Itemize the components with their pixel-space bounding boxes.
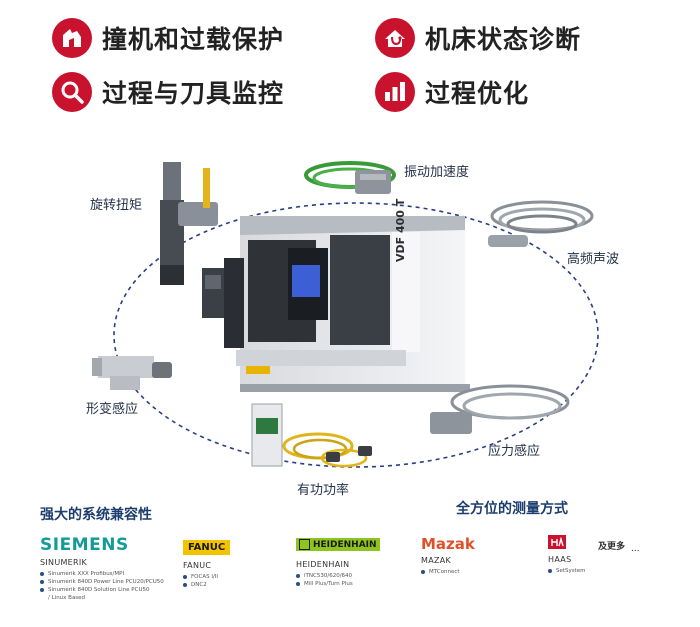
torque-sensor-image [160,162,218,285]
vibration-sensor-image [304,161,396,194]
feature-monitoring: 过程与刀具监控 [52,70,284,114]
process-monitor-icon [52,72,92,112]
machine-image: VDF 400 T [202,198,470,392]
sensor-label-acoustic: 高频声波 [567,252,620,267]
feature-label: 过程与刀具监控 [102,79,285,108]
fanuc-logo: FANUC [183,540,231,555]
brand-item: Mill Plus/Turn Plus [296,580,380,588]
feature-label: 过程优化 [425,79,530,108]
brand-item: Sinumerik XXX Profibus/MPI [40,570,164,578]
brand-siemens: SIEMENS SINUMERIK Sinumerik XXX Profibus… [40,535,164,602]
acoustic-sensor-image [488,200,594,247]
sensor-label-strain: 形变感应 [86,402,139,417]
brand-name: HEIDENHAIN [296,560,350,569]
brand-haas: HAAS SetSystem [548,535,586,575]
sensor-label-vibration: 振动加速度 [404,165,470,180]
brand-mazak: Mazak MAZAK MTConnect [421,535,475,576]
haas-logo-icon [548,535,566,549]
brand-item: FOCAS I/II [183,573,230,581]
brand-fanuc: FANUC FANUC FOCAS I/II DNC2 [183,535,231,589]
power-sensor-image [251,403,372,468]
compat-heading: 强大的系统兼容性 [40,507,152,523]
brand-item: MTConnect [421,568,475,576]
feature-optimization: 过程优化 [375,70,529,114]
sensor-label-power: 有功功率 [297,483,350,498]
brand-item: Sinumerik 840D Power Line PCU20/PCU50 [40,578,164,586]
process-optimization-icon [375,72,415,112]
sensor-label-stress: 应力感应 [488,444,541,459]
collision-protection-icon [52,18,92,58]
brand-item: iTNC530/620/640 [296,572,380,580]
feature-collision: 撞机和过载保护 [52,16,284,60]
feature-diagnosis: 机床状态诊断 [375,16,581,60]
machine-model-text: VDF 400 T [394,198,407,262]
more-label: 及更多 [598,542,626,552]
brand-name: MAZAK [421,556,452,565]
brand-heidenhain: HEIDENHAIN HEIDENHAIN iTNC530/620/640 Mi… [296,535,380,588]
feature-label: 撞机和过载保护 [102,25,285,54]
brand-name: FANUC [183,561,212,570]
dashed-ring [113,202,599,468]
feature-label: 机床状态诊断 [425,25,582,54]
brand-name: SINUMERIK [40,558,88,567]
sensor-diagram: VDF 400 T [92,161,599,468]
brand-item: Sinumerik 840D Solution Line PCU50 / Lin… [40,586,164,602]
machine-diagnosis-icon [375,18,415,58]
mazak-logo: Mazak [421,535,475,553]
sensor-label-torque: 旋转扭矩 [90,198,143,213]
strain-sensor-image [92,356,172,390]
heidenhain-logo: HEIDENHAIN [296,538,380,551]
measure-heading: 全方位的测量方式 [456,501,568,517]
stress-sensor-image [430,384,570,434]
siemens-logo: SIEMENS [40,535,129,555]
more-ellipsis: ... [631,544,640,554]
brand-item: DNC2 [183,581,230,589]
brand-item: SetSystem [548,567,586,575]
brand-name: HAAS [548,555,572,564]
